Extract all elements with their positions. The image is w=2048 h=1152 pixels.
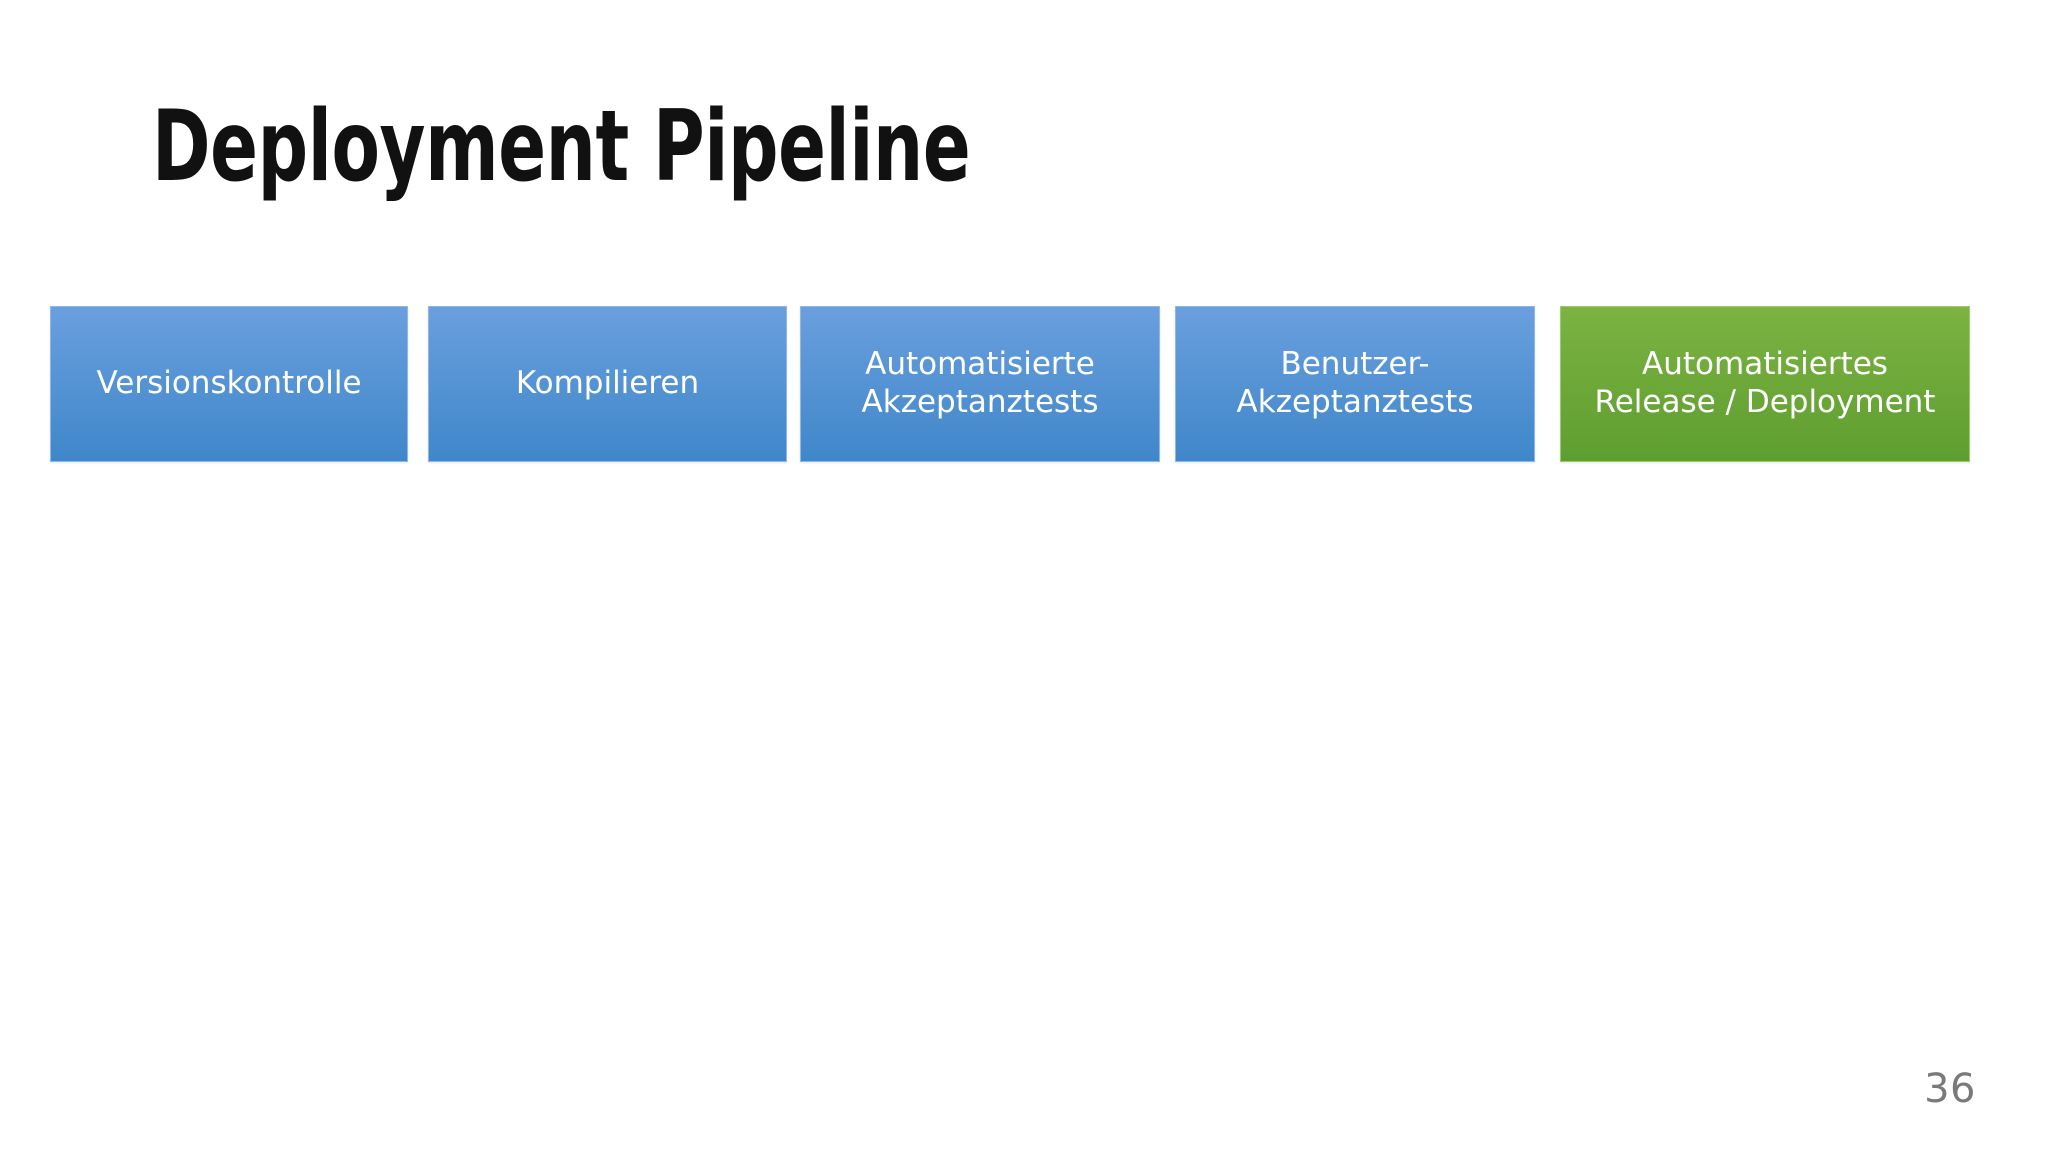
- pipeline-stage-line: Versionskontrolle: [96, 365, 362, 402]
- pipeline-stage-label: Kompilieren: [439, 365, 776, 403]
- page-number: 36: [1924, 1066, 1976, 1112]
- pipeline-stage-line: Akzeptanztests: [1236, 384, 1474, 420]
- pipeline-stage-4[interactable]: Benutzer-Akzeptanztests: [1175, 306, 1535, 462]
- pipeline-stage-label: Versionskontrolle: [61, 365, 397, 403]
- pipeline-stage-line: Automatisiertes: [1642, 346, 1888, 383]
- pipeline-stage-line: Benutzer-: [1280, 346, 1430, 383]
- pipeline-stage-line: Automatisierte: [865, 346, 1095, 383]
- pipeline-stage-2[interactable]: Kompilieren: [428, 306, 787, 462]
- pipeline-stage-line: Kompilieren: [515, 365, 700, 402]
- deployment-pipeline-diagram: Versionskontrolle Kompilieren Automatisier…: [50, 306, 1970, 462]
- pipeline-stage-line: Release / Deployment: [1594, 384, 1936, 420]
- pipeline-stage-label: Benutzer-Akzeptanztests: [1186, 346, 1524, 422]
- pipeline-stage-line: Akzeptanztests: [861, 384, 1099, 420]
- pipeline-stage-1[interactable]: Versionskontrolle: [50, 306, 408, 462]
- page-title: Deployment Pipeline: [152, 90, 971, 204]
